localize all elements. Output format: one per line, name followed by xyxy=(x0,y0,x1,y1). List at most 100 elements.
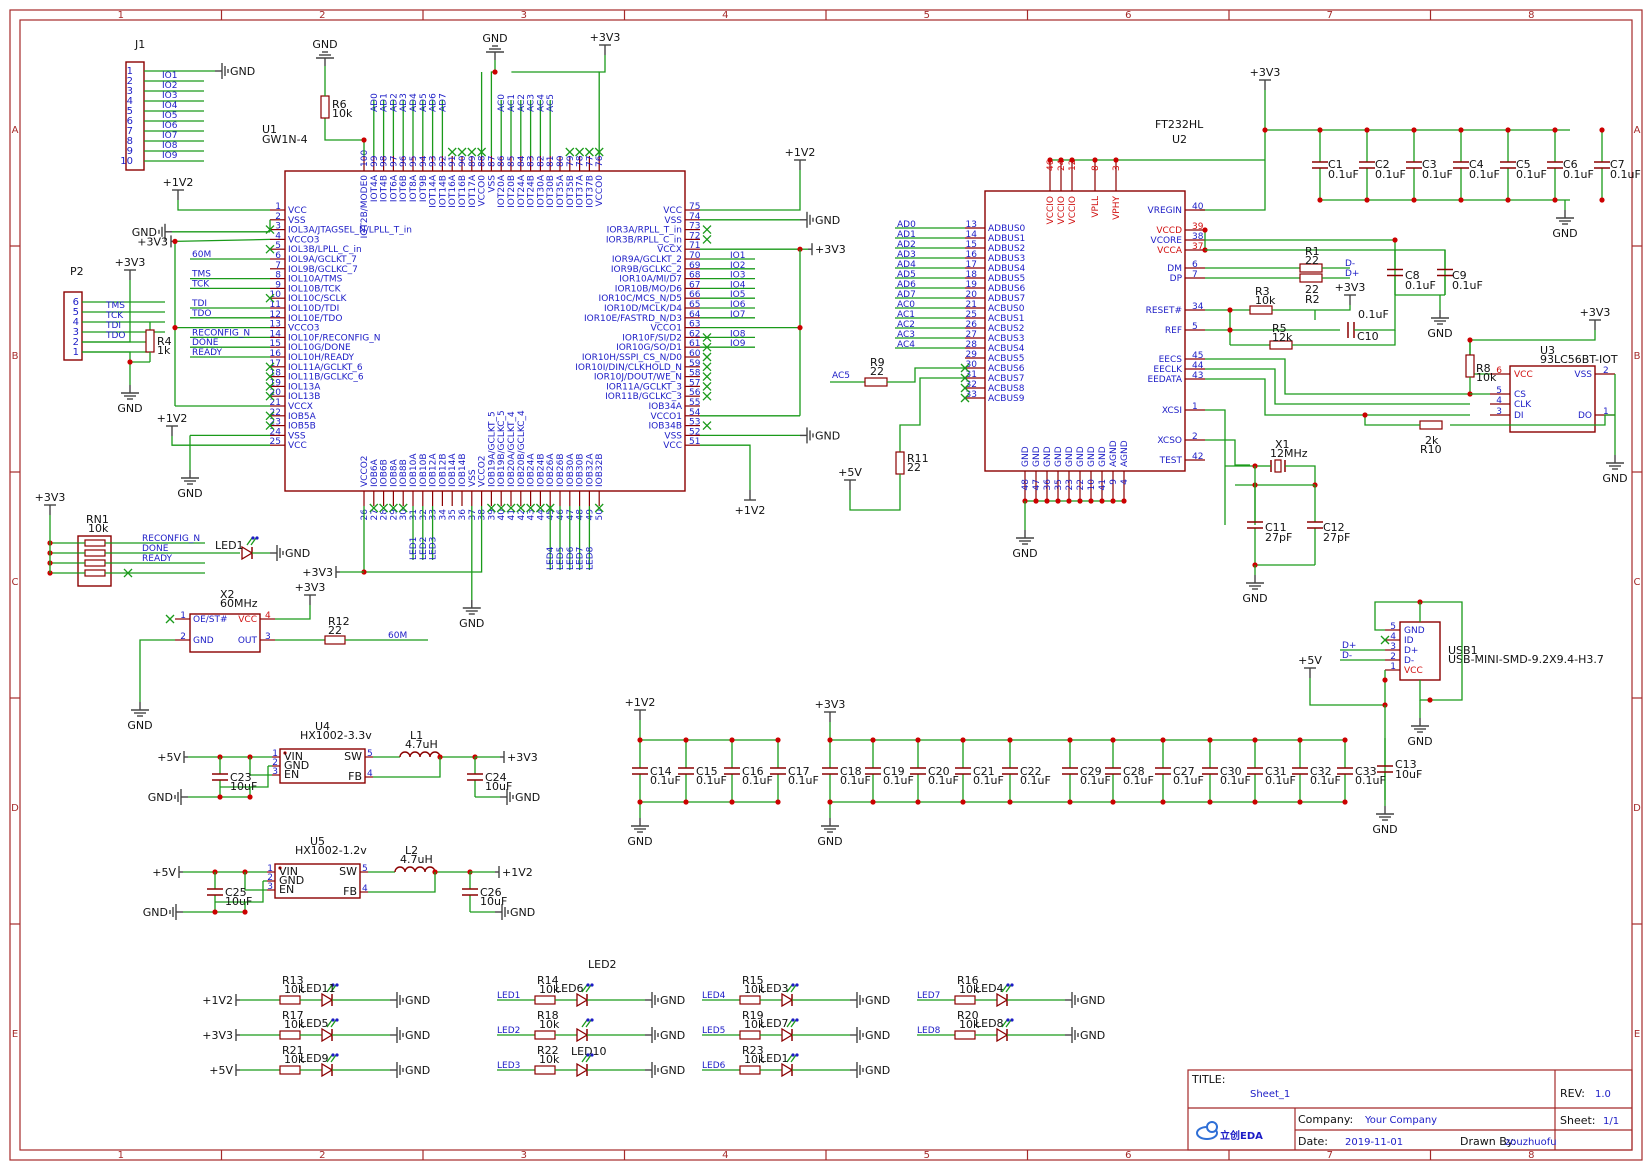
reg-value: HX1002-1.2v xyxy=(295,844,367,857)
u1-pin-name: VCCX xyxy=(657,245,682,255)
r1-value: 22 xyxy=(1305,254,1319,267)
x1-value: 12MHz xyxy=(1270,447,1308,460)
j1-pin-number: 7 xyxy=(127,126,133,137)
u1-vcc51: +1V2 xyxy=(735,490,765,517)
u1-pin-name: IOT14B xyxy=(438,175,448,208)
j1-net-label: IO9 xyxy=(162,151,178,161)
title-block-border xyxy=(1187,1069,1633,1151)
reg-pin-name: FB xyxy=(343,885,357,898)
led-resistor xyxy=(534,1030,556,1040)
u1-top-net: AD2 xyxy=(389,93,399,112)
wire xyxy=(1450,414,1615,426)
led-arrow xyxy=(581,1054,588,1063)
u2-pin-number: 30 xyxy=(966,360,978,370)
u1-pin-name: IOT35B xyxy=(566,175,576,208)
u1-pin-number: 86 xyxy=(497,155,507,167)
no-connect-stroke xyxy=(594,503,604,513)
u2-pin-name: AGND xyxy=(1109,440,1119,467)
u2-vcc: +3V3 xyxy=(1250,66,1280,90)
decoupling-value: 0.1uF xyxy=(1422,168,1453,181)
x2-pin-number: 1 xyxy=(180,611,186,621)
led-arrow-head xyxy=(1006,1018,1010,1022)
led-arrow-head xyxy=(791,1053,795,1057)
no-connect-mark xyxy=(960,393,970,403)
led-gnd: GND xyxy=(1065,992,1105,1008)
u1-pin-name: IOR10G/SO/D1 xyxy=(616,343,682,353)
outer-border xyxy=(9,9,1643,1161)
junction-dot xyxy=(1202,227,1208,233)
u1-bottom-net: LED2 xyxy=(419,537,429,560)
junction-dot xyxy=(1317,197,1323,203)
no-connect-mark xyxy=(165,614,175,624)
led-arrow xyxy=(585,1054,592,1063)
c11-symbol xyxy=(1247,485,1263,565)
bank3v3-cap-ref: C18 xyxy=(840,765,862,778)
no-connect-stroke xyxy=(702,421,712,431)
r11-value: 22 xyxy=(907,461,921,474)
junction-dot xyxy=(212,909,218,915)
reg-pin-number: 1 xyxy=(267,864,273,874)
led-symbol xyxy=(996,1018,1014,1043)
j1-net-label: IO6 xyxy=(162,121,178,131)
u1-pin-name: IOT24A xyxy=(517,174,527,208)
no-connect-stroke xyxy=(447,147,457,157)
c10-value: 0.1uF xyxy=(1358,308,1389,321)
c8-ref: C8 xyxy=(1405,269,1420,282)
led-arrow-head xyxy=(791,983,795,987)
row-label: B xyxy=(1634,351,1641,362)
rn1-gnd: GND xyxy=(270,545,310,561)
u2-dp-net: D+ xyxy=(1345,269,1359,279)
led-symbol xyxy=(576,1018,594,1043)
u1-pin-name: VCC xyxy=(663,206,682,216)
x2-pin-number: 2 xyxy=(180,632,186,642)
junction-dot xyxy=(217,794,223,800)
decoupling-ref: C1 xyxy=(1328,158,1343,171)
ground-label: GND xyxy=(515,791,540,804)
junction-dot xyxy=(247,794,253,800)
u1-pin-name: VCCX xyxy=(288,402,313,412)
u2-pin-number: 16 xyxy=(966,250,978,260)
reg-vin: +5V xyxy=(157,751,188,764)
u1-pin-number: 56 xyxy=(689,388,701,398)
u2-pin-name: GND xyxy=(1065,446,1075,467)
c9-symbol xyxy=(1437,250,1453,295)
led-net: LED4 xyxy=(702,991,726,1001)
row-label: B xyxy=(12,351,19,362)
u1-pin-number: 58 xyxy=(689,369,701,379)
power-label: +5V xyxy=(838,466,862,479)
bank1v2-cap xyxy=(678,740,694,802)
junction-dot xyxy=(1092,157,1098,163)
u1-pin-number: 18 xyxy=(270,369,282,379)
no-connect-stroke xyxy=(165,614,175,624)
usb-gnd: GND xyxy=(1407,718,1433,748)
reg-pin-name: GND xyxy=(279,874,304,887)
j1-net-label: IO5 xyxy=(162,111,177,121)
reg-cout-ref: C24 xyxy=(485,771,507,784)
wire xyxy=(1205,358,1470,395)
junction-dot xyxy=(1088,498,1094,504)
bank3v3-cap-ref: C32 xyxy=(1310,765,1332,778)
bank3v3-cap-ref: C33 xyxy=(1355,765,1377,778)
bank3v3-cap-value: 0.1uF xyxy=(973,774,1004,787)
led-resistor-ref: R21 xyxy=(282,1044,304,1057)
u1-pin-name: IOB34B xyxy=(648,422,682,432)
u1-top-net: AC1 xyxy=(507,94,517,112)
no-connect-mark xyxy=(398,503,408,513)
c13-symbol xyxy=(1377,738,1393,800)
ground-label: GND xyxy=(865,1029,890,1042)
u1-pin-number: 26 xyxy=(360,509,370,521)
u1-pin-name: IOL11B/GCLKC_6 xyxy=(288,373,364,383)
column-label: 3 xyxy=(521,10,527,21)
column-label: 8 xyxy=(1528,1150,1534,1161)
u3-pin-number: 3 xyxy=(1496,407,1502,417)
u1-pin-name: IOB34A xyxy=(648,402,682,412)
no-connect-stroke xyxy=(457,147,467,157)
reg-pin-name: EN xyxy=(279,883,294,896)
decoupling-ref: C3 xyxy=(1422,158,1437,171)
u2-pin-name: TEST xyxy=(1159,456,1183,466)
bank3v3-cap xyxy=(1292,740,1308,802)
u1-top-net: AC0 xyxy=(497,94,507,112)
c8-symbol xyxy=(1387,250,1403,295)
u1-pin-name: IOB20A/GCLKT_4 xyxy=(507,411,517,487)
